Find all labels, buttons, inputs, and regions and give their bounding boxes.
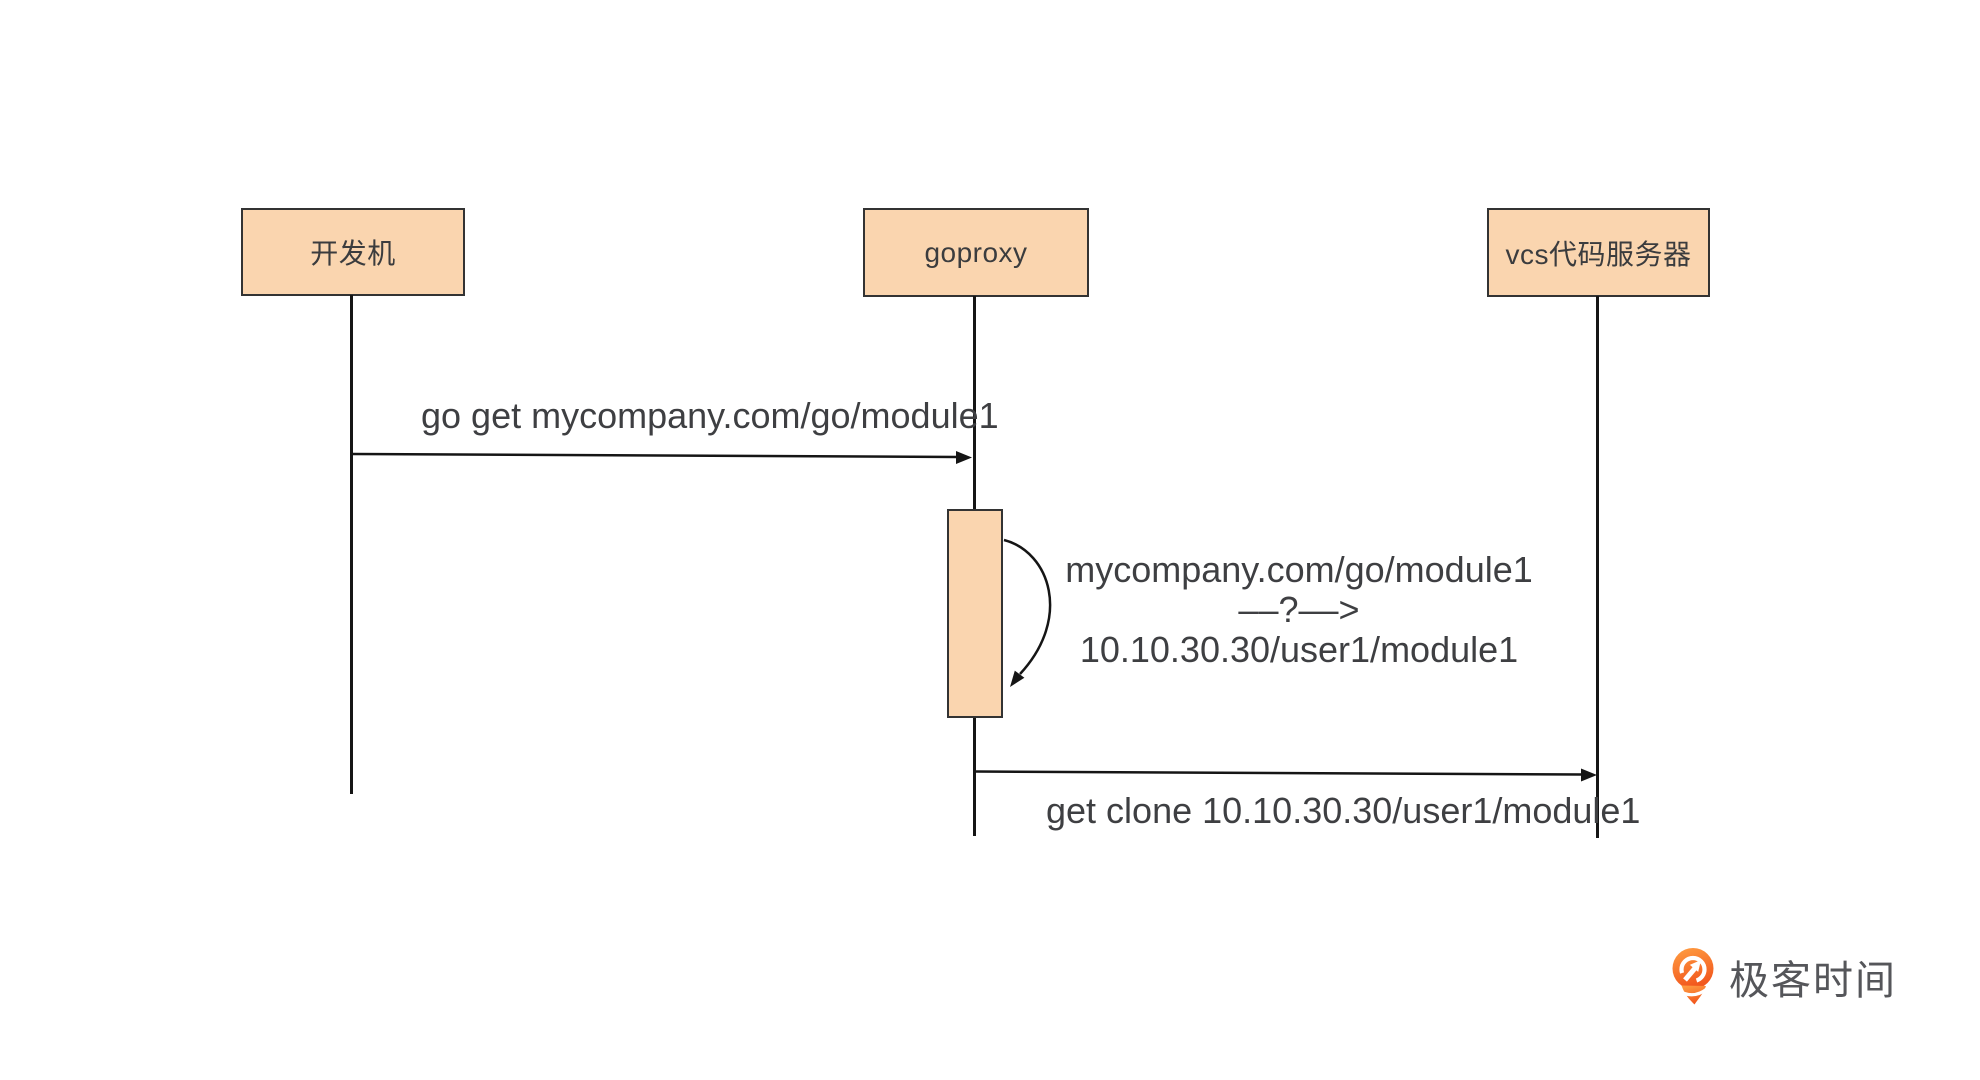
lifeline-vcs-server — [1596, 296, 1599, 838]
message-label-2: get clone 10.10.30.30/user1/module1 — [1046, 790, 1641, 831]
actor-label-dev-machine: 开发机 — [310, 238, 396, 269]
message-label-1: go get mycompany.com/go/module1 — [421, 395, 999, 436]
message-arrow-1-line — [351, 452, 959, 459]
geektime-pin-icon — [1672, 948, 1714, 1005]
self-loop-arrow-head — [1010, 670, 1025, 687]
activation-bar-goproxy — [947, 509, 1003, 718]
message-arrow-1-head — [956, 451, 972, 464]
actor-box-goproxy: goproxy — [863, 208, 1089, 297]
self-loop-label: mycompany.com/go/module1 ––?––> 10.10.30… — [1053, 550, 1545, 670]
lifeline-dev-machine — [350, 295, 353, 794]
actor-label-vcs-server: vcs代码服务器 — [1505, 238, 1692, 270]
actor-box-dev-machine: 开发机 — [241, 208, 465, 296]
message-arrow-2-line — [974, 770, 1584, 776]
geektime-logo: 极客时间 — [1671, 946, 1897, 1008]
self-loop-label-line1: mycompany.com/go/module1 ––?––> — [1065, 549, 1533, 630]
geektime-logo-text: 极客时间 — [1729, 959, 1897, 1003]
actor-box-vcs-server: vcs代码服务器 — [1487, 208, 1710, 297]
actor-label-goproxy: goproxy — [924, 236, 1028, 268]
self-loop-label-line2: 10.10.30.30/user1/module1 — [1079, 629, 1519, 670]
message-arrow-2-head — [1581, 768, 1597, 782]
self-loop-arrow-curve — [1003, 538, 1052, 675]
